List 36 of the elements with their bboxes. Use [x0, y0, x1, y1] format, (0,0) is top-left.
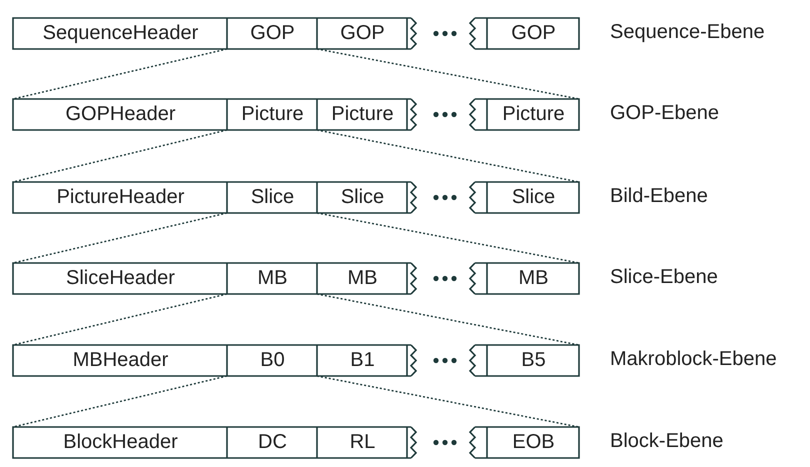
data-field: MB [518, 267, 548, 290]
layer-bar [13, 263, 579, 294]
data-field: B0 [260, 349, 285, 372]
header-field: SequenceHeader [42, 22, 198, 45]
level-label: Slice-Ebene [610, 266, 718, 289]
layer-bar [13, 427, 579, 458]
data-field: GOP [340, 22, 385, 45]
data-field: Slice [340, 186, 384, 209]
data-field: Slice [512, 186, 556, 209]
layer-bar [13, 99, 579, 130]
data-field: EOB [512, 431, 555, 454]
data-field: B5 [521, 349, 546, 372]
level-label: Makroblock-Ebene [610, 348, 777, 371]
layer-bar [13, 345, 579, 376]
header-field: MBHeader [72, 349, 168, 372]
data-field: DC [258, 431, 287, 454]
data-field: GOP [511, 22, 556, 45]
data-field: Picture [331, 103, 394, 126]
level-label: Sequence-Ebene [610, 21, 765, 44]
data-field: MB [258, 267, 288, 290]
level-label: Bild-Ebene [610, 185, 708, 208]
layer-bar [13, 18, 579, 49]
data-field: Slice [250, 186, 294, 209]
data-field: GOP [250, 22, 295, 45]
data-field: Picture [241, 103, 304, 126]
data-field: RL [350, 431, 376, 454]
layer-bar [13, 182, 579, 213]
data-field: Picture [502, 103, 565, 126]
level-label: GOP-Ebene [610, 102, 719, 125]
data-field: MB [348, 267, 378, 290]
header-field: PictureHeader [56, 186, 184, 209]
header-field: BlockHeader [63, 431, 178, 454]
level-label: Block-Ebene [610, 430, 724, 453]
data-field: B1 [350, 349, 375, 372]
header-field: SliceHeader [66, 267, 175, 290]
header-field: GOPHeader [65, 103, 176, 126]
